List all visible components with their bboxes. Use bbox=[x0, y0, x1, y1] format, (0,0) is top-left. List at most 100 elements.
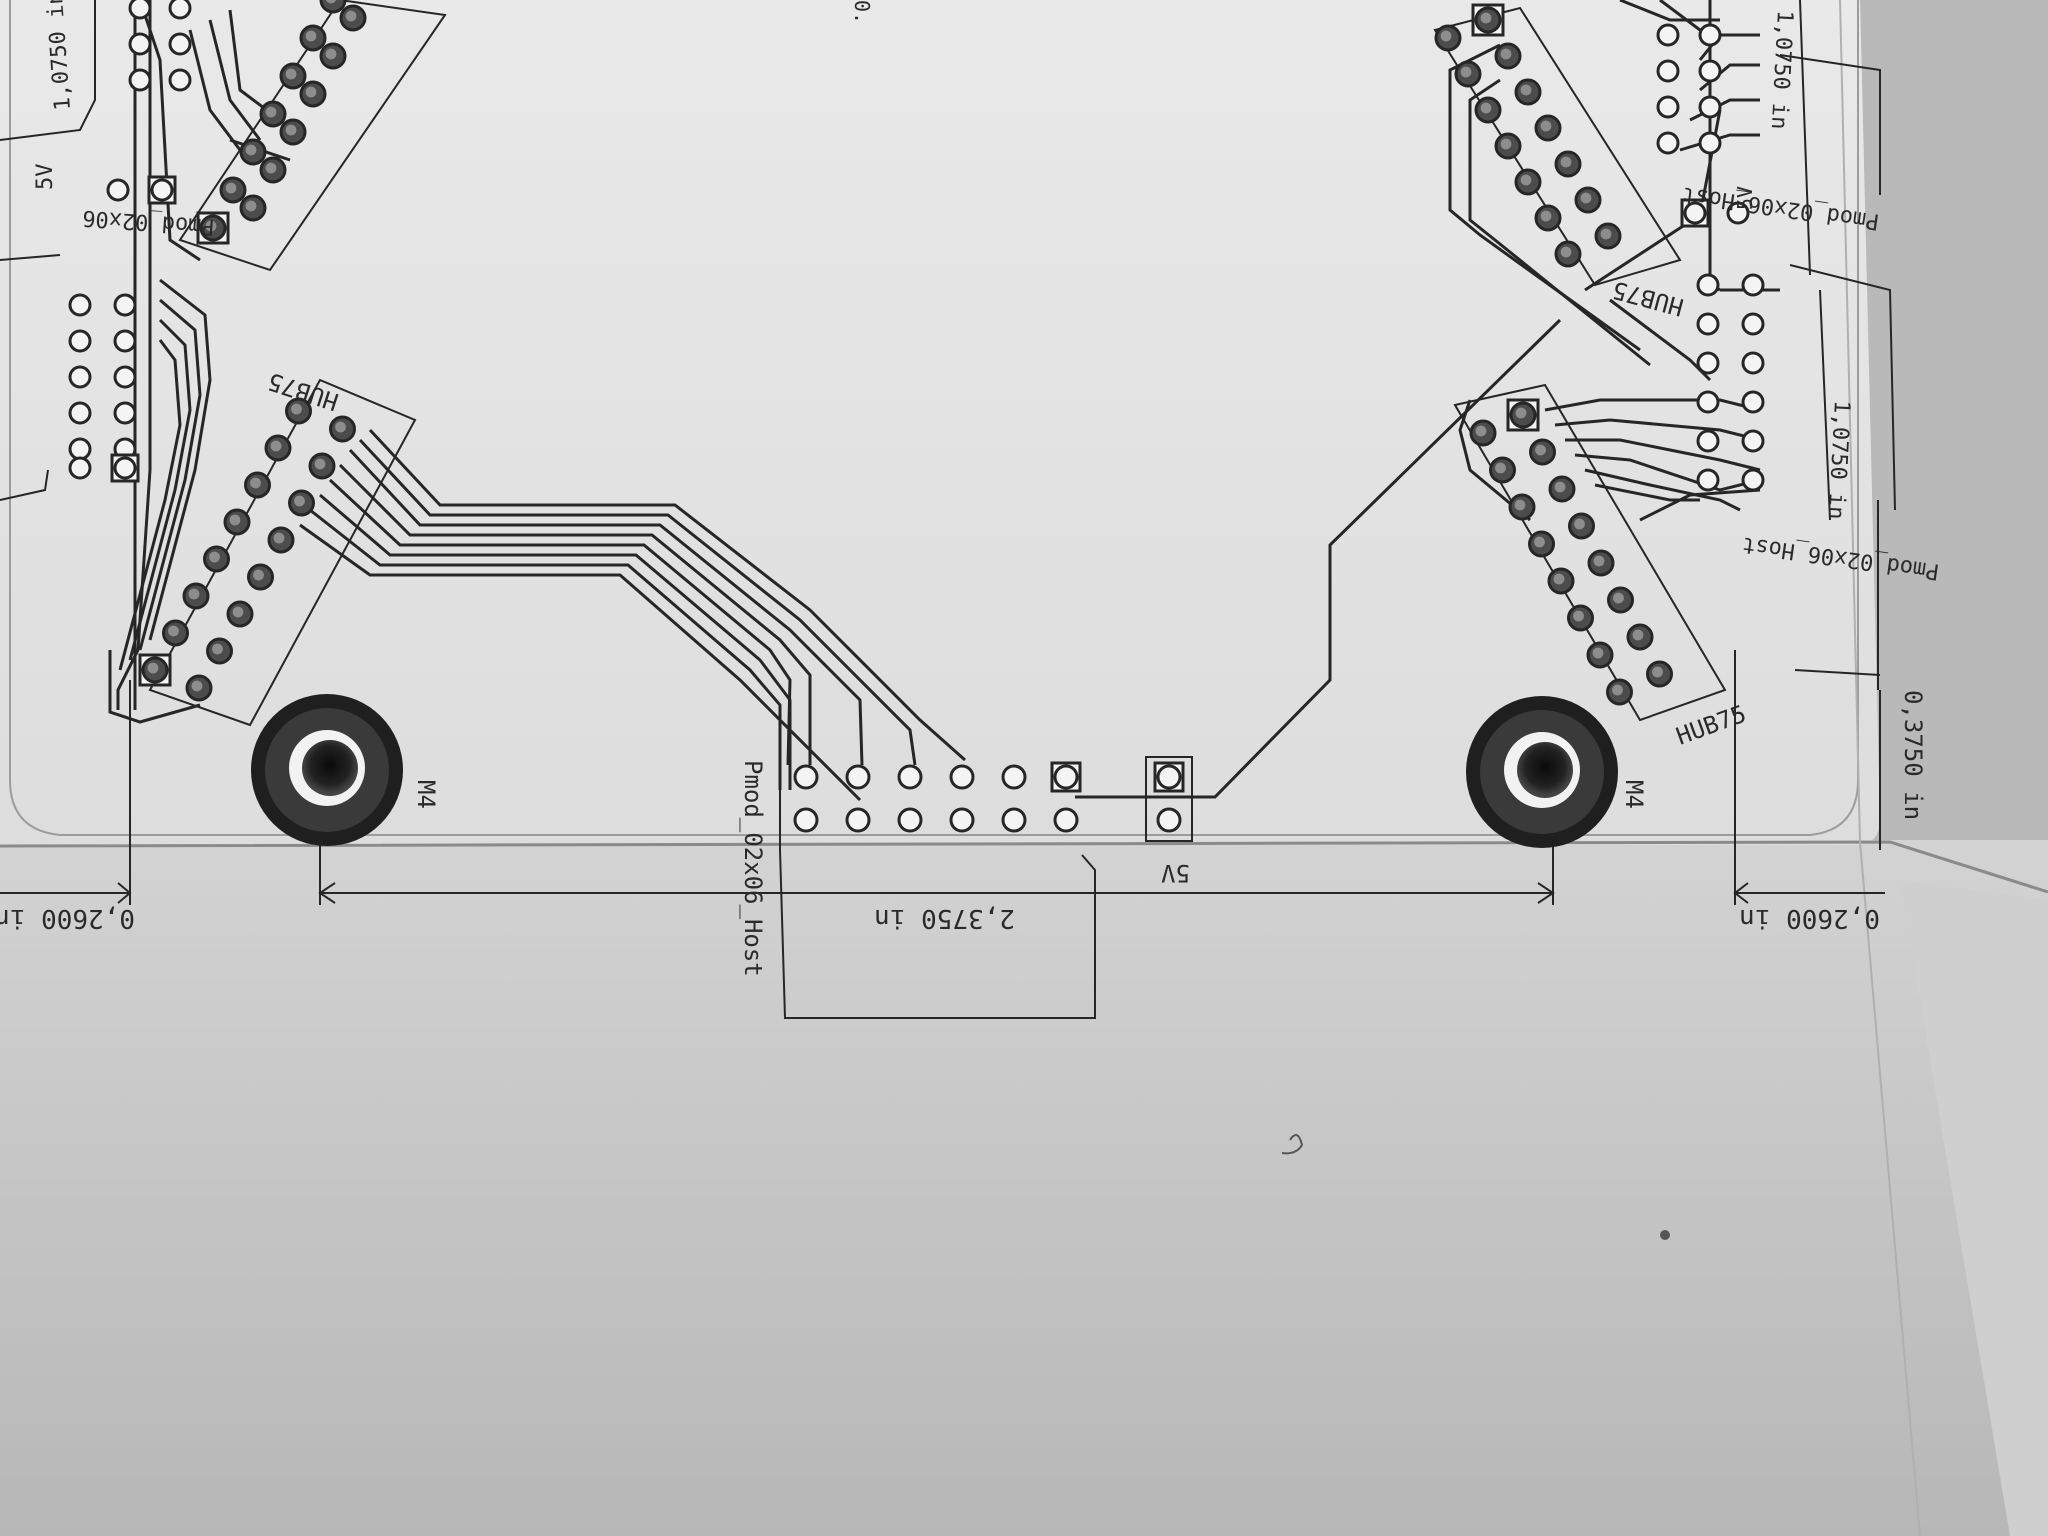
hub75-top-left-pad-highlight bbox=[285, 68, 297, 80]
pmod-right-top-pad bbox=[1656, 95, 1680, 119]
pmod-center-pad bbox=[897, 764, 923, 790]
right-paper-strip bbox=[1900, 880, 2048, 1536]
pmod-left-pad bbox=[68, 329, 92, 353]
m4-label-right: M4 bbox=[1620, 780, 1648, 809]
hub75-top-left-pad bbox=[319, 0, 347, 14]
pmod-left-pad bbox=[68, 293, 92, 317]
pmod-right-pad bbox=[1696, 351, 1720, 375]
hub75-top-right-pad-highlight bbox=[1520, 84, 1532, 96]
hub75-right-pad-highlight bbox=[1515, 407, 1527, 419]
fold-crease bbox=[1839, 0, 1921, 1536]
pmod-left-pad bbox=[68, 437, 92, 461]
pmod-left-pad-ring bbox=[113, 456, 137, 480]
hub75-top-left-pad-highlight bbox=[305, 86, 317, 98]
pmod-left-top-pad bbox=[168, 32, 192, 56]
hub75-right-pad-highlight bbox=[1574, 518, 1585, 530]
hub75-top-right-pad-highlight bbox=[1580, 192, 1592, 204]
paper-debris bbox=[1281, 1134, 1304, 1155]
hub75-top-right-pad-highlight bbox=[1600, 228, 1612, 240]
pmod-left-pad bbox=[113, 329, 137, 353]
pmod-right-top-pad bbox=[1698, 131, 1722, 155]
5v-label-right: 5V bbox=[1733, 186, 1757, 210]
pmod-center-pad bbox=[897, 807, 923, 833]
hub75-right-pad-highlight bbox=[1592, 647, 1604, 659]
hub75-left-pad-highlight bbox=[147, 662, 159, 674]
pmod-right-pad bbox=[1696, 468, 1720, 492]
hub75-right-pad-highlight bbox=[1573, 610, 1584, 622]
pmod-left-pad bbox=[113, 293, 137, 317]
hub75-top-left-pad-highlight bbox=[325, 0, 337, 4]
pmod-left-pad bbox=[68, 401, 92, 425]
pmod-left-top-pad bbox=[128, 32, 152, 56]
hub75-left-pad-highlight bbox=[314, 458, 326, 470]
hub75-left-pad-highlight bbox=[253, 569, 264, 581]
pmod-left-top-pad bbox=[168, 68, 192, 92]
hub75-top-left-pad-highlight bbox=[265, 106, 277, 118]
pmod-right-top-pad bbox=[1698, 59, 1722, 83]
power-pad bbox=[1156, 807, 1182, 833]
dim-top-center: 0. bbox=[850, 0, 874, 24]
pads bbox=[68, 0, 1765, 833]
dim-right: 0,2600 in bbox=[1739, 903, 1880, 933]
board-outline bbox=[9, 0, 1859, 836]
hub75-top-right-pad-highlight bbox=[1560, 156, 1572, 168]
mount-hole-right bbox=[1466, 696, 1618, 848]
hub75-right-pad-highlight bbox=[1612, 684, 1623, 696]
center-traces bbox=[299, 109, 1722, 802]
pmod-left-top-pad bbox=[128, 0, 152, 20]
paper-speck bbox=[1660, 1230, 1670, 1240]
hub75-left-pad-highlight bbox=[291, 403, 302, 415]
hub75-top-right-pad-highlight bbox=[1540, 120, 1552, 132]
m4-label-left: M4 bbox=[412, 780, 440, 809]
hub75-right-pad-highlight bbox=[1553, 573, 1565, 585]
hub75-top-right-pad-highlight bbox=[1480, 102, 1492, 114]
hub75-top-right-pad-highlight bbox=[1480, 12, 1492, 24]
hub75-top-right-pad-highlight bbox=[1500, 138, 1512, 150]
fold-edge bbox=[0, 840, 2048, 894]
pmod-right-pad bbox=[1696, 312, 1720, 336]
dim-right-upper: 1,0750 in bbox=[1766, 10, 1797, 130]
pmod-right-pad bbox=[1741, 429, 1765, 453]
board-paper bbox=[0, 0, 1880, 845]
hub75-left-pad-highlight bbox=[250, 477, 261, 489]
hub75-top-right-pad-highlight bbox=[1560, 246, 1572, 258]
pmod-label-center: Pmod_02x06_Host bbox=[739, 760, 767, 977]
pmod-center-pad bbox=[793, 807, 819, 833]
hub75-left-pad-highlight bbox=[209, 551, 220, 563]
hub75-top-right-pad-highlight bbox=[1440, 30, 1452, 42]
pmod-left-pad bbox=[113, 365, 137, 389]
pmod-right-pad bbox=[1741, 468, 1765, 492]
pmod-right-top-pad bbox=[1656, 131, 1680, 155]
5v-label-center: 5V bbox=[1161, 859, 1190, 887]
pmod-left-top-pad bbox=[168, 0, 192, 20]
pmod-right-top-pad bbox=[1698, 95, 1722, 119]
pmod-right-pad bbox=[1741, 312, 1765, 336]
pmod-left-pad bbox=[113, 401, 137, 425]
pmod-center-pad bbox=[1001, 807, 1027, 833]
pmod-right-pad bbox=[1741, 273, 1765, 297]
pmod-right-pad bbox=[1696, 273, 1720, 297]
pmod-center-pad bbox=[949, 807, 975, 833]
hub75-top-left-pad-highlight bbox=[345, 10, 357, 22]
mount-hole-left bbox=[251, 694, 403, 846]
hub75-top-left-pad-highlight bbox=[225, 182, 237, 194]
hub75-top-left-pad-highlight bbox=[285, 124, 297, 136]
pmod-center-pad bbox=[1001, 764, 1027, 790]
hub75-top-right-pad-highlight bbox=[1500, 48, 1512, 60]
hub75-right-pad-highlight bbox=[1613, 592, 1624, 604]
hub75-left-pad-highlight bbox=[270, 440, 282, 452]
pmod-left-pad bbox=[68, 456, 92, 480]
hub75-left-pad-highlight bbox=[273, 532, 285, 544]
silkscreen bbox=[0, 0, 1896, 1019]
lower-paper bbox=[0, 840, 2048, 1536]
pmod-right-top-pad bbox=[1656, 59, 1680, 83]
hub75-top-left-pad-highlight bbox=[305, 30, 317, 42]
hub75-right-pad-highlight bbox=[1652, 666, 1663, 678]
pmod-center-pad bbox=[845, 807, 871, 833]
power-left-pad bbox=[106, 178, 130, 202]
hub75-right-pad-highlight bbox=[1632, 629, 1644, 641]
pmod-center-pad bbox=[793, 764, 819, 790]
dim-left: 0,2600 in bbox=[0, 903, 135, 933]
dim-center: 2,3750 in bbox=[874, 903, 1015, 933]
power-left-pad-ring bbox=[150, 178, 174, 202]
